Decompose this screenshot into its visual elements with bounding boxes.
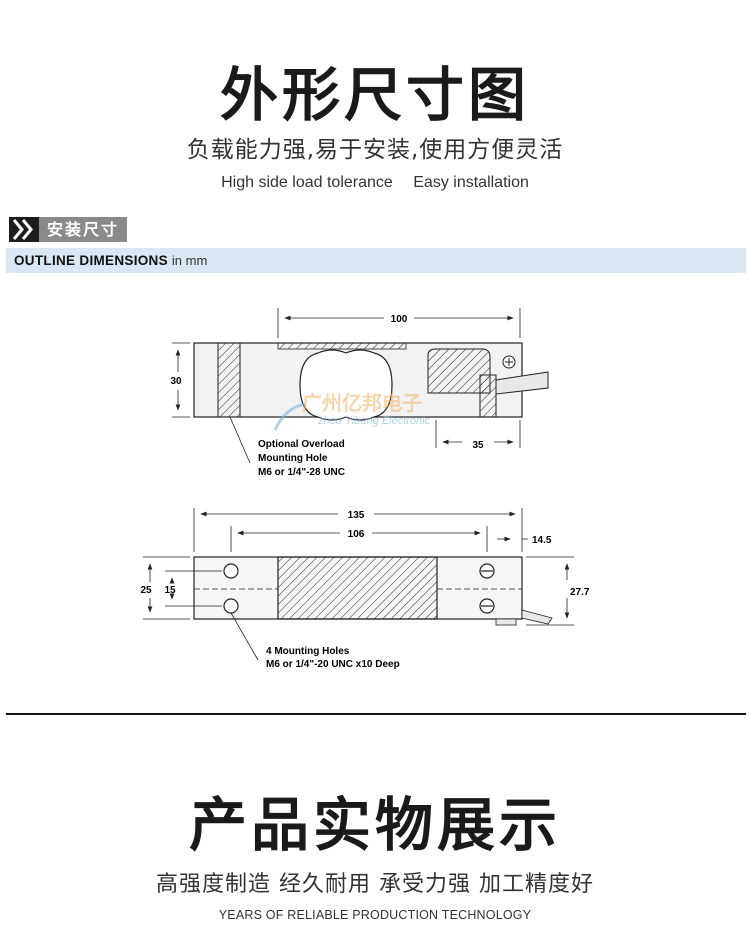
dimension-drawing: 100 30 35 Optional Overload Mounting Hol…	[140, 308, 590, 670]
product-display-subtitle-en: YEARS OF RELIABLE PRODUCTION TECHNOLOGY	[218, 908, 532, 922]
section-tag: 安装尺寸	[9, 217, 128, 242]
plan-view: 135 106 14.5 25 15 27.7 4 Mounting Holes…	[140, 508, 590, 670]
section-tag-label: 安装尺寸	[39, 217, 128, 242]
product-display-subtitle-cn: 高强度制造 经久耐用 承受力强 加工精度好	[156, 872, 594, 897]
mount-note-2: M6 or 1/4"-20 UNC x10 Deep	[266, 659, 400, 670]
dim-height-side: 27.7	[570, 587, 590, 598]
subtitle-english: High side load tolerance Easy installati…	[0, 174, 750, 192]
page-title: 外形尺寸图	[219, 61, 530, 129]
outline-unit: in mm	[171, 253, 208, 268]
overload-note-1: Optional Overload	[258, 439, 345, 450]
watermark-en: zhou Yibang Electronic	[317, 415, 431, 427]
feature-side-load: High side load tolerance	[221, 174, 393, 191]
chevron-double-right-icon	[9, 217, 39, 242]
feature-easy-install: Easy installation	[413, 174, 529, 191]
overload-note-2: Mounting Hole	[258, 453, 328, 464]
dim-inner-width: 15	[164, 585, 176, 596]
dim-hole-spacing: 106	[348, 529, 365, 540]
dim-right-offset: 35	[472, 440, 484, 451]
mount-note-1: 4 Mounting Holes	[266, 646, 350, 657]
dim-top-width: 100	[391, 314, 408, 325]
outline-dimensions-label: OUTLINE DIMENSIONS	[14, 253, 168, 268]
dim-height: 30	[170, 376, 182, 387]
overload-note-3: M6 or 1/4"-28 UNC	[258, 467, 345, 478]
watermark-cn: 广州亿邦电子	[302, 391, 422, 415]
section-divider	[6, 713, 746, 715]
dim-total-length: 135	[348, 510, 365, 521]
subtitle-chinese: 负载能力强,易于安装,使用方便灵活	[186, 137, 564, 163]
dim-width: 25	[140, 585, 152, 596]
product-display-title: 产品实物展示	[188, 791, 561, 859]
watermark-logo-icon	[273, 402, 306, 431]
side-view: 100 30 35 Optional Overload Mounting Hol…	[170, 308, 549, 478]
dim-end-offset: 14.5	[532, 535, 552, 546]
